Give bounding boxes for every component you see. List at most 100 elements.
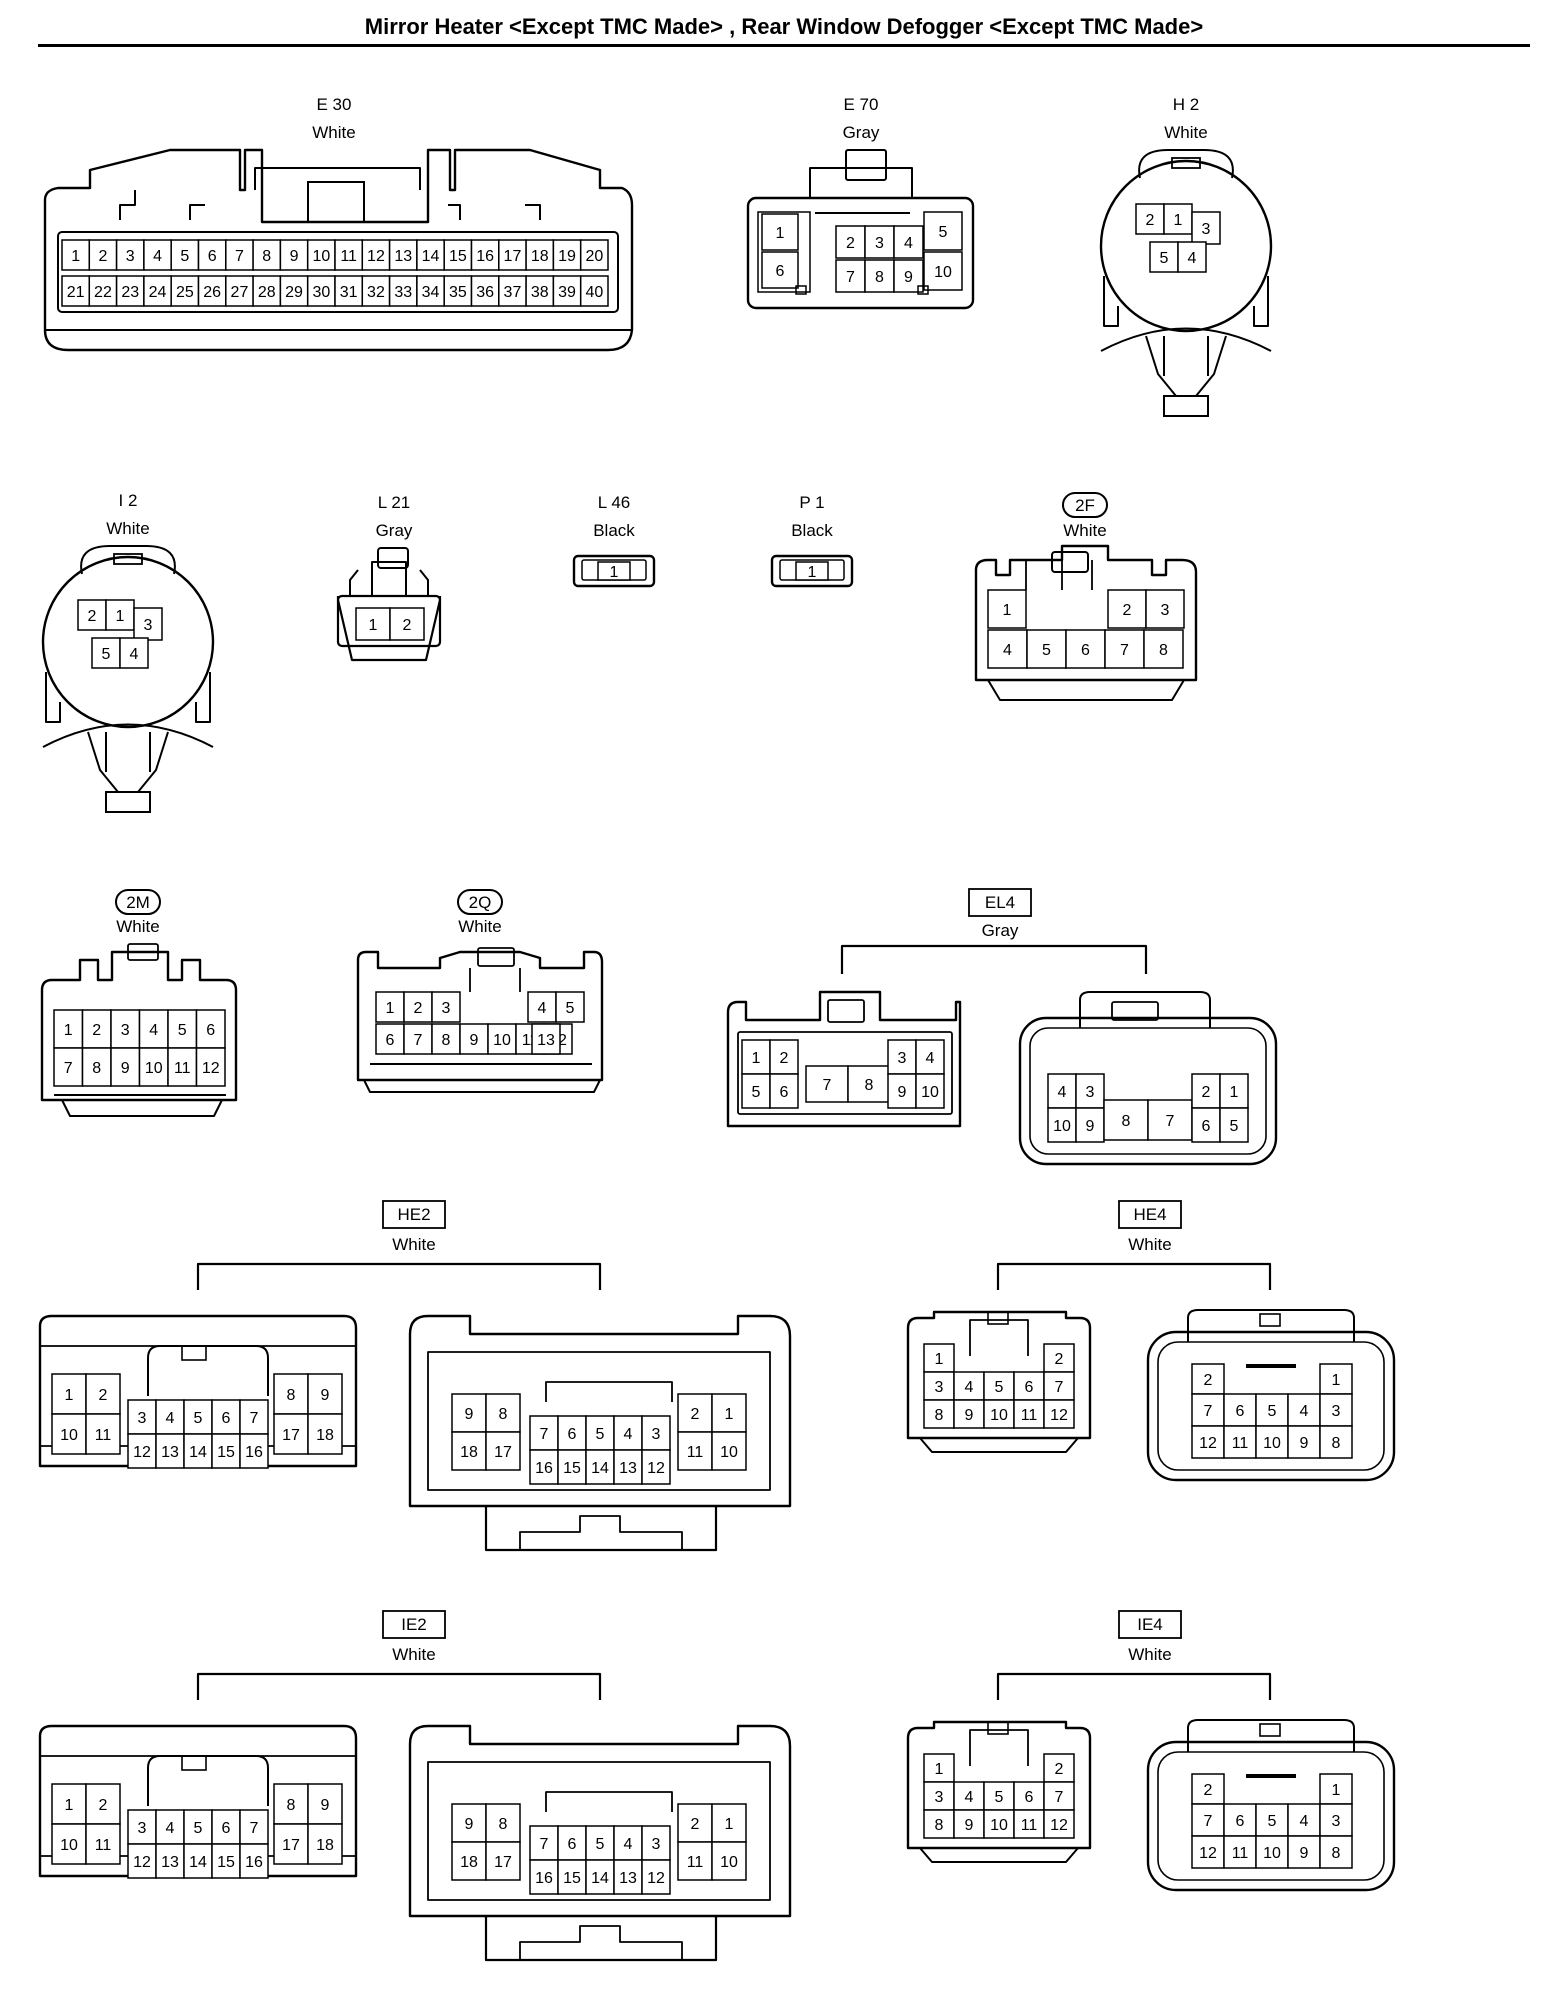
pin-cell: 8: [485, 1803, 521, 1843]
pin-box: [119, 637, 149, 669]
pin-number: 3: [1202, 221, 1211, 238]
connector-color: Black: [791, 521, 833, 540]
housing-outline: [919, 1847, 1079, 1863]
pin-number: 8: [499, 1816, 508, 1833]
pin-number: 2: [691, 1816, 700, 1833]
housing-outline: [1157, 1751, 1385, 1881]
pin-cell: 4: [155, 1809, 185, 1845]
pin-box: [953, 1781, 985, 1811]
pin-box: [110, 1009, 141, 1049]
pin-cell: 2: [1043, 1343, 1075, 1373]
pin-cell: 1: [987, 589, 1027, 629]
pin-cell: 6: [197, 239, 227, 271]
housing-outline: [80, 545, 176, 575]
pin-cell: 3: [1145, 589, 1185, 629]
pin-box: [613, 1415, 643, 1451]
housing-outline: [254, 167, 421, 190]
housing-outline: [105, 732, 151, 772]
pin-box: [1103, 1099, 1149, 1141]
pin-cell: 17: [498, 239, 527, 271]
pin-number: 4: [149, 1022, 158, 1039]
pin-cell: 5: [983, 1781, 1015, 1811]
pin-number: 2: [780, 1050, 789, 1067]
pin-box: [529, 1825, 559, 1861]
pin-number: 39: [558, 284, 576, 301]
housing-outline: [57, 231, 619, 313]
pin-box: [51, 1413, 87, 1455]
pin-box: [375, 1023, 405, 1055]
pin-number: 28: [258, 284, 276, 301]
connector-code-box: [1118, 1200, 1182, 1229]
pin-cell: 29: [279, 275, 309, 307]
pin-number: 9: [1300, 1435, 1309, 1452]
housing-outline: [987, 1311, 1009, 1325]
pin-cell: 6: [1223, 1393, 1257, 1427]
housing-outline: [41, 555, 215, 729]
pin-number: 4: [904, 235, 913, 252]
pin-cell: 30: [306, 275, 336, 307]
pin-cell: 6: [1065, 629, 1106, 669]
pin-number: 12: [133, 1444, 151, 1461]
pin-cell: 15: [211, 1843, 241, 1879]
pin-cell: 19: [552, 239, 582, 271]
pin-number: 23: [121, 284, 139, 301]
pin-cell: 24: [143, 275, 172, 307]
pin-cell: 2: [1191, 1363, 1225, 1395]
housing-outline: [519, 1515, 683, 1550]
pin-box: [525, 239, 555, 271]
pin-box: [1319, 1773, 1353, 1805]
pin-box: [741, 1039, 771, 1075]
pin-box: [1013, 1399, 1045, 1429]
pin-box: [225, 275, 254, 307]
pin-number: 2: [99, 1797, 108, 1814]
pin-number: 11: [340, 248, 357, 265]
pin-number: 5: [995, 1789, 1004, 1806]
pin-box: [1145, 589, 1185, 629]
pin-box: [1319, 1363, 1353, 1395]
housing-outline: [906, 1720, 1092, 1850]
pin-box: [953, 1809, 985, 1839]
housing-outline: [43, 148, 634, 352]
pin-number: 10: [1263, 1845, 1281, 1862]
pin-box: [155, 1843, 185, 1879]
pin-cell: 9: [307, 1373, 343, 1415]
pin-box: [597, 561, 631, 581]
connector-code: 2M: [126, 893, 150, 912]
pin-box: [987, 589, 1027, 629]
pin-box: [85, 1823, 121, 1865]
pin-number: 10: [720, 1444, 738, 1461]
pin-cell: 7: [225, 239, 254, 271]
pin-number: 12: [202, 1060, 220, 1077]
pin-cell: 10: [711, 1841, 747, 1881]
pin-box: [485, 1841, 521, 1881]
pin-cell: 14: [585, 1859, 615, 1895]
pin-box: [211, 1843, 241, 1879]
pin-number: 8: [865, 1077, 874, 1094]
pin-cell: 17: [485, 1841, 521, 1881]
pin-number: 8: [935, 1817, 944, 1834]
pin-cell: 2: [1191, 1073, 1221, 1109]
pin-box: [1026, 629, 1067, 669]
pin-cell: 31: [334, 275, 364, 307]
pin-cell: 3: [127, 1809, 157, 1845]
pin-cell: 15: [557, 1449, 587, 1485]
pin-box: [1107, 589, 1147, 629]
pin-box: [431, 991, 461, 1023]
housing-outline: [1187, 1719, 1355, 1752]
housing-outline: [181, 1755, 207, 1771]
pin-number: 7: [1166, 1113, 1175, 1130]
pin-box: [677, 1431, 713, 1471]
pin-cell: 11: [677, 1841, 713, 1881]
housing-outline: [1187, 1309, 1355, 1342]
pin-cell: 4: [155, 1399, 185, 1435]
pin-number: 5: [1230, 1118, 1239, 1135]
pin-cell: 5: [923, 211, 963, 251]
housing-outline: [147, 1755, 269, 1806]
pin-box: [115, 239, 145, 271]
housing-outline: [987, 1721, 1009, 1735]
connector-code-box: [1118, 1610, 1182, 1639]
pin-cell: 4: [1047, 1073, 1077, 1109]
